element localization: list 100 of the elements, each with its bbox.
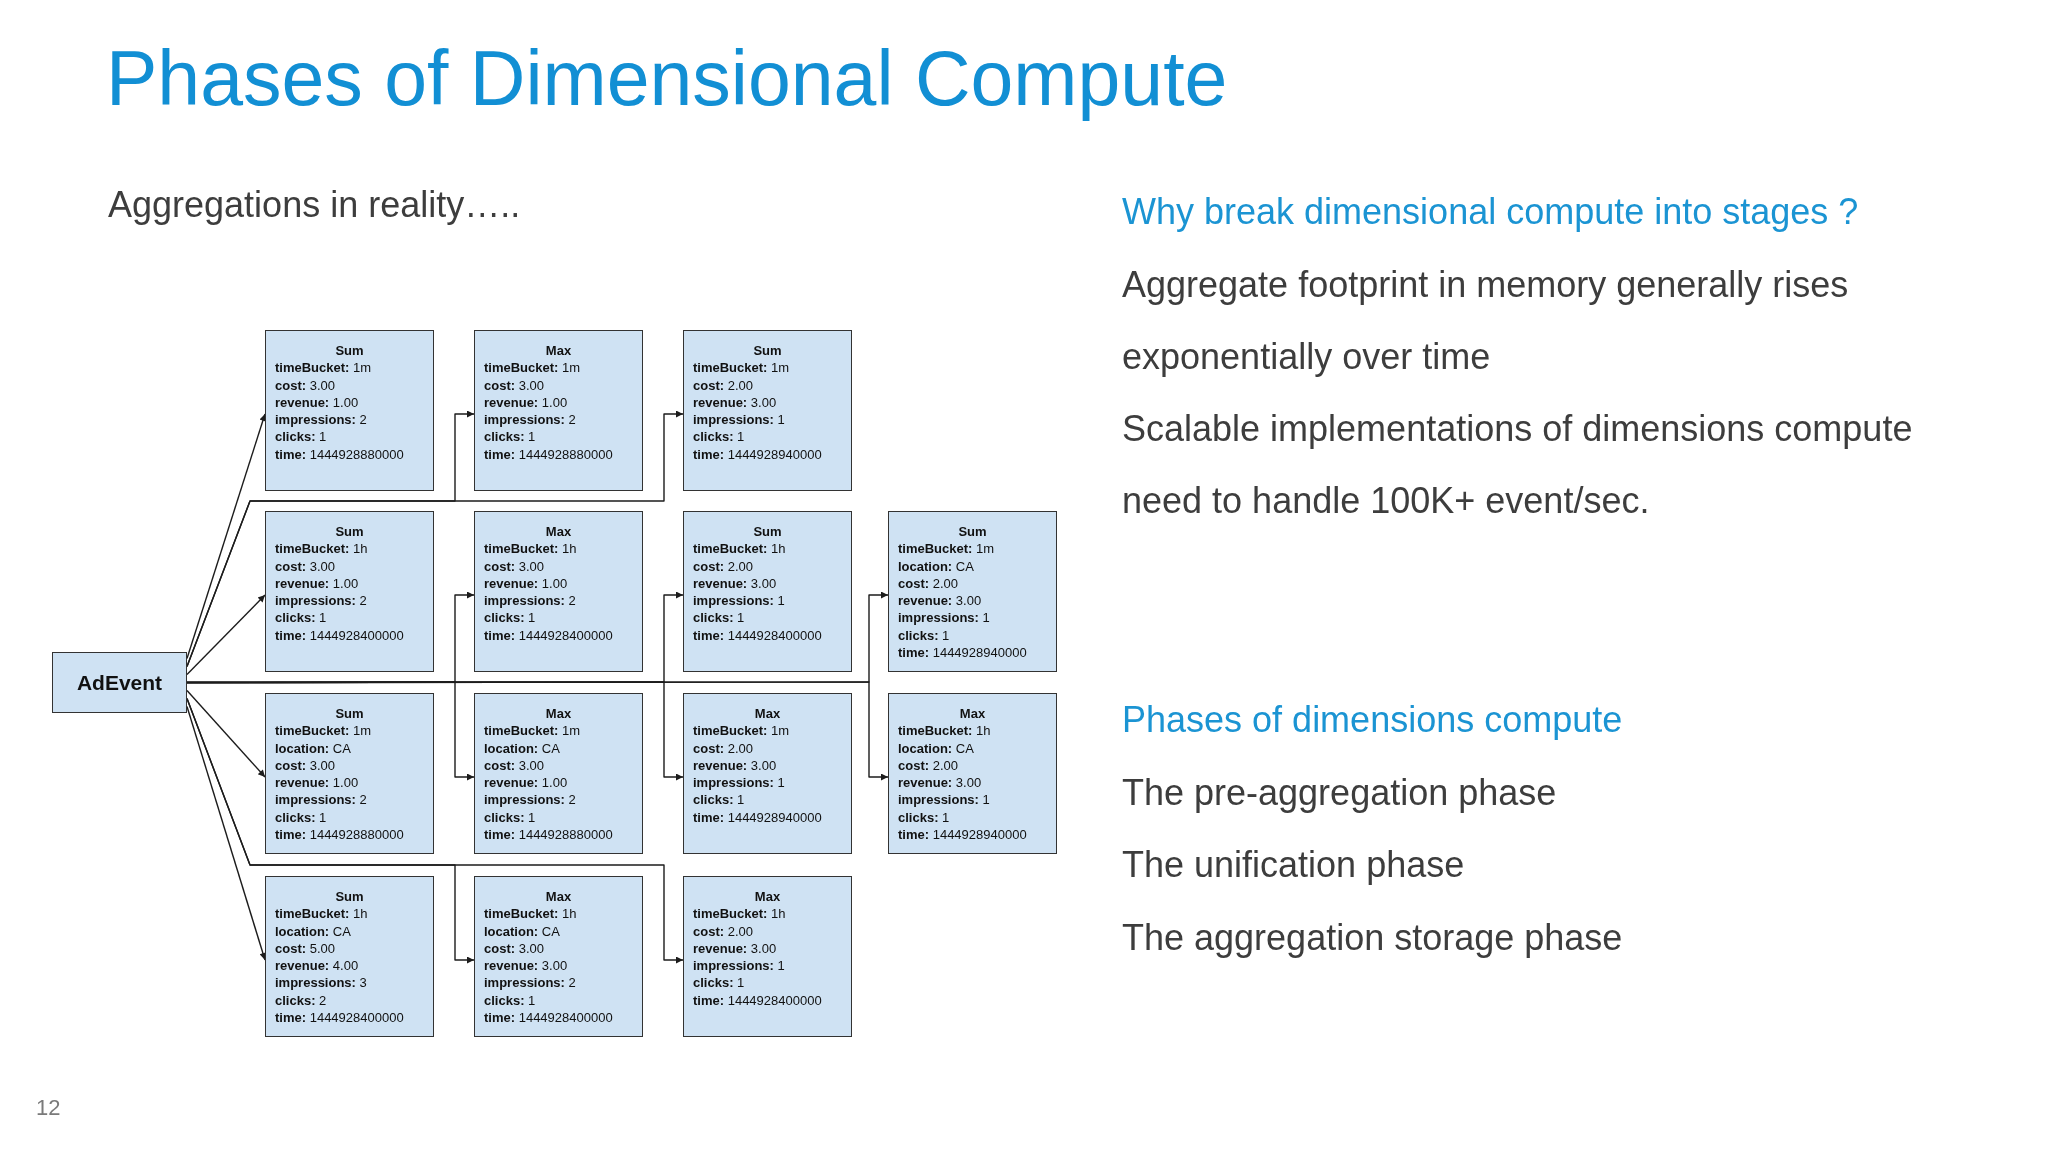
aggregate-box: [888, 693, 1057, 854]
arrow: [186, 594, 266, 676]
aggregate-heading: Max: [545, 342, 572, 360]
field-line: clicks: 1: [275, 808, 327, 827]
field-line: location: CA: [275, 739, 351, 757]
aggregate-box: [474, 876, 643, 1037]
field-line: impressions: 2: [484, 791, 576, 809]
arrow: [186, 681, 889, 781]
field-line: timeBucket: 1h: [693, 905, 786, 923]
field-line: revenue: 1.00: [275, 574, 359, 593]
arrow: [186, 705, 267, 961]
field-line: impressions: 1: [693, 411, 785, 429]
field-line: clicks: 1: [693, 428, 745, 446]
body-text: Aggregate footprint in memory generally rises exponentially over time: [1122, 263, 1850, 379]
field-line: impressions: 2: [275, 592, 367, 610]
field-line: impressions: 1: [693, 592, 785, 610]
field-line: timeBucket: 1h: [484, 905, 577, 923]
aggregate-heading: Sum: [335, 888, 364, 906]
aggregate-box: [683, 511, 852, 672]
field-line: impressions: 2: [484, 974, 576, 992]
field-line: time: 1444928880000: [275, 826, 404, 844]
section-heading: Phases of dimensions compute: [1122, 698, 1624, 742]
field-line: time: 1444928400000: [275, 626, 404, 645]
aggregate-heading: Sum: [958, 523, 987, 541]
field-line: cost: 3.00: [484, 557, 544, 575]
aggregate-box: [683, 876, 852, 1037]
field-line: cost: 3.00: [484, 939, 544, 958]
field-line: revenue: 4.00: [275, 957, 359, 975]
aggregate-box: [265, 330, 434, 491]
field-line: clicks: 1: [484, 428, 536, 446]
field-line: clicks: 1: [484, 808, 536, 827]
field-line: clicks: 1: [693, 791, 745, 809]
body-text: Scalable implementations of dimensions compute need to handle 100K+ event/sec.: [1122, 407, 1914, 523]
aggregate-heading: Max: [545, 888, 572, 906]
field-line: cost: 2.00: [693, 739, 753, 757]
field-line: timeBucket: 1h: [275, 540, 368, 558]
aggregate-box: [265, 876, 434, 1037]
aggregate-box: [474, 693, 643, 854]
aggregate-heading: Max: [959, 705, 986, 723]
aggregate-box: [683, 330, 852, 491]
field-line: timeBucket: 1m: [484, 722, 581, 740]
field-line: cost: 3.00: [484, 756, 544, 775]
field-line: cost: 5.00: [275, 939, 335, 958]
aggregate-heading: Max: [754, 888, 781, 906]
field-line: impressions: 1: [693, 774, 785, 792]
field-line: time: 1444928400000: [693, 626, 822, 645]
event-source-box: [52, 652, 187, 713]
arrow: [186, 689, 266, 778]
field-line: timeBucket: 1m: [693, 722, 790, 740]
field-line: timeBucket: 1m: [275, 359, 372, 377]
field-line: impressions: 1: [898, 609, 990, 627]
aggregate-heading: Max: [545, 523, 572, 541]
field-line: revenue: 3.00: [693, 393, 777, 412]
field-line: time: 1444928940000: [898, 644, 1027, 662]
field-line: revenue: 1.00: [275, 774, 359, 792]
field-line: impressions: 2: [275, 791, 367, 809]
field-line: timeBucket: 1h: [484, 540, 577, 558]
aggregate-heading: Sum: [753, 523, 782, 541]
slide-title: Phases of Dimensional Compute: [106, 34, 1228, 123]
field-line: impressions: 1: [693, 957, 785, 975]
field-line: timeBucket: 1h: [275, 905, 368, 923]
field-line: clicks: 1: [898, 626, 950, 645]
aggregate-box: [474, 330, 643, 491]
field-line: timeBucket: 1m: [693, 359, 790, 377]
field-line: timeBucket: 1m: [484, 359, 581, 377]
field-line: revenue: 3.00: [898, 592, 982, 610]
arrow: [186, 410, 684, 668]
field-line: time: 1444928880000: [275, 445, 404, 464]
field-line: clicks: 1: [275, 428, 327, 446]
node-label: AdEvent: [76, 669, 163, 696]
field-line: revenue: 1.00: [484, 774, 568, 792]
aggregate-heading: Sum: [335, 342, 364, 360]
subtitle: Aggregations in reality…..: [108, 183, 522, 227]
field-line: timeBucket: 1m: [898, 540, 995, 558]
arrow: [186, 413, 267, 660]
list-item: The unification phase: [1122, 843, 1466, 887]
field-line: impressions: 2: [275, 411, 367, 429]
aggregate-heading: Sum: [753, 342, 782, 360]
field-line: revenue: 1.00: [484, 574, 568, 593]
field-line: revenue: 3.00: [693, 574, 777, 593]
field-line: cost: 2.00: [693, 557, 753, 575]
field-line: revenue: 3.00: [484, 957, 568, 975]
aggregate-heading: Sum: [335, 705, 364, 723]
list-item: The aggregation storage phase: [1122, 916, 1624, 960]
aggregate-heading: Max: [754, 705, 781, 723]
field-line: revenue: 3.00: [693, 939, 777, 958]
field-line: time: 1444928400000: [484, 1009, 613, 1027]
field-line: clicks: 1: [275, 609, 327, 627]
field-line: revenue: 1.00: [275, 393, 359, 412]
field-line: cost: 3.00: [275, 557, 335, 575]
field-line: time: 1444928940000: [693, 808, 822, 827]
page-number: 12: [36, 1094, 62, 1122]
field-line: cost: 2.00: [898, 574, 958, 593]
field-line: cost: 3.00: [275, 756, 335, 775]
field-line: impressions: 2: [484, 592, 576, 610]
field-line: cost: 2.00: [898, 756, 958, 775]
field-line: location: CA: [898, 557, 974, 575]
field-line: time: 1444928940000: [693, 445, 822, 464]
field-line: time: 1444928400000: [484, 626, 613, 645]
field-line: clicks: 1: [898, 808, 950, 827]
